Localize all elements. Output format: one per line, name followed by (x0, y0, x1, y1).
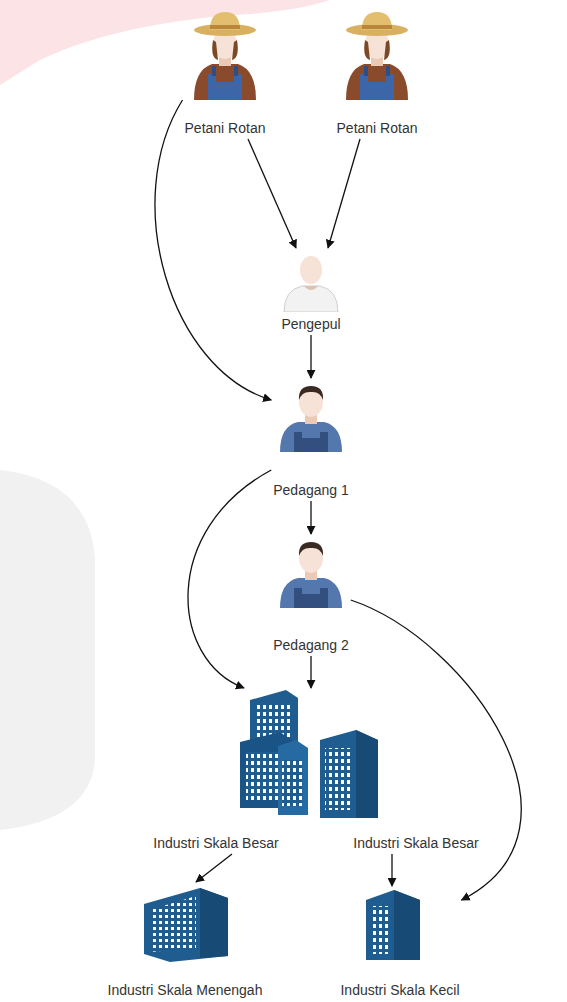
actor-node: Industri Skala Besar (153, 690, 328, 852)
node-label: Petani Rotan (185, 119, 266, 137)
icon-holder (340, 8, 414, 104)
actor-node: Petani Rotan (185, 8, 266, 137)
building-cluster-icon (238, 690, 328, 822)
flow-arrow (188, 470, 271, 688)
flow-arrow (310, 656, 311, 688)
actor-node: Industri Skala Kecil (340, 888, 459, 999)
node-label: Petani Rotan (337, 119, 418, 137)
actor-node: Industri Skala Besar (316, 730, 479, 852)
flow-arrow (310, 335, 311, 378)
node-label: Industri Skala Besar (153, 834, 278, 852)
flow-arrow (248, 139, 296, 248)
flow-arrow (351, 600, 521, 900)
flow-arrow (310, 501, 311, 534)
building-medium-icon (140, 884, 232, 964)
actor-node: Pedagang 2 (273, 536, 349, 654)
node-label: Industri Skala Besar (353, 834, 478, 852)
flow-arrow (155, 100, 271, 400)
farmer-icon (188, 8, 262, 100)
worker-icon (276, 536, 346, 608)
worker-icon (276, 380, 346, 452)
icon-holder (360, 888, 425, 967)
icon-holder (276, 536, 346, 612)
person-icon (280, 250, 342, 312)
grey-side-shape (0, 470, 95, 830)
icon-holder (238, 690, 328, 826)
icon-holder (316, 730, 383, 826)
flow-arrow (196, 854, 232, 882)
actor-node: Pengepul (280, 250, 342, 333)
actor-node: Industri Skala Menengah (108, 884, 263, 999)
node-label: Pedagang 1 (273, 481, 349, 499)
building-icon (316, 730, 383, 822)
node-label: Pengepul (281, 315, 340, 333)
icon-holder (188, 8, 262, 104)
actor-node: Pedagang 1 (273, 380, 349, 499)
node-label: Industri Skala Kecil (340, 981, 459, 999)
pink-corner-shape (0, 0, 330, 85)
actor-node: Petani Rotan (337, 8, 418, 137)
flow-arrow (391, 854, 392, 886)
farmer-icon (340, 8, 414, 100)
icon-holder (280, 250, 342, 316)
building-small-icon (360, 888, 425, 963)
icon-holder (140, 884, 232, 968)
node-label: Pedagang 2 (273, 636, 349, 654)
icon-holder (276, 380, 346, 456)
node-label: Industri Skala Menengah (108, 981, 263, 999)
flow-arrow (328, 139, 360, 248)
